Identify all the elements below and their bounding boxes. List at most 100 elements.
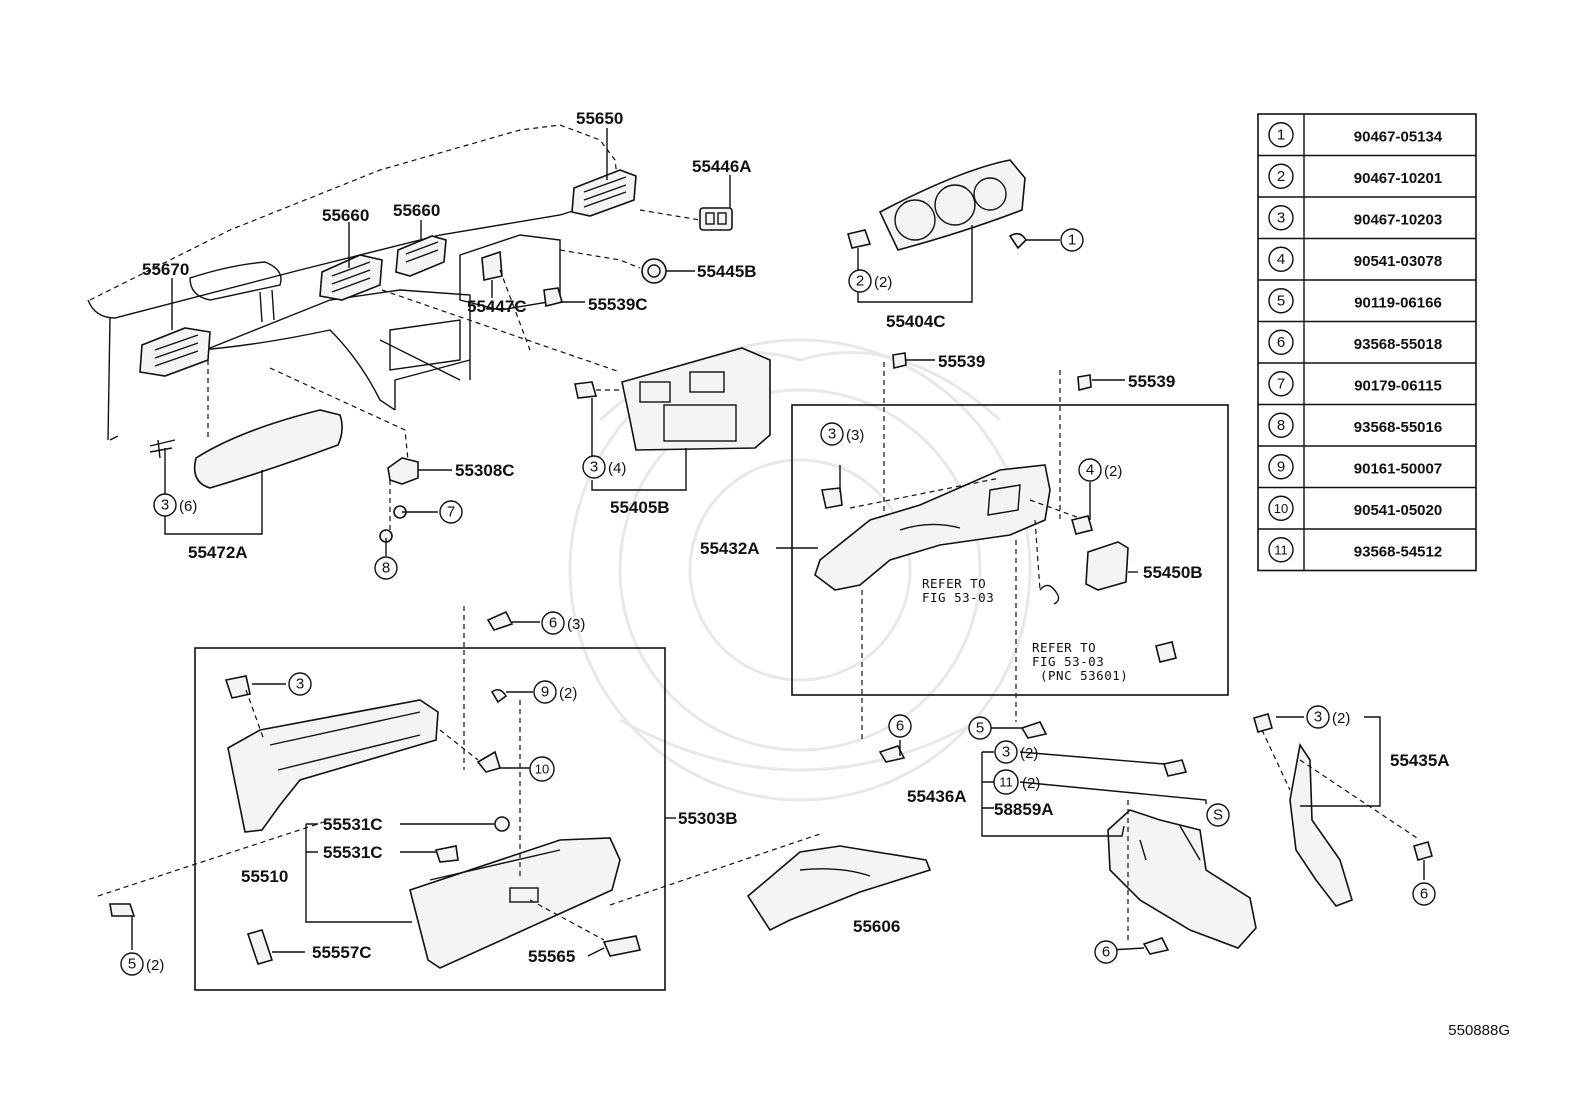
svg-text:FIG 53-03: FIG 53-03 (1032, 654, 1104, 669)
svg-text:7: 7 (447, 504, 455, 521)
table-row-part-number: 90119-06166 (1354, 294, 1442, 311)
table-row-part-number: 93568-54512 (1354, 543, 1442, 560)
table-border (1257, 113, 1477, 572)
table-row-callout-circle (1268, 371, 1294, 397)
leader-lines (131, 128, 1425, 957)
table-row-part-number: 90467-10201 (1354, 170, 1442, 187)
svg-text:(3): (3) (567, 616, 585, 633)
table-row-callout-circle (1268, 246, 1294, 272)
switch-panel-55446a (699, 207, 733, 231)
svg-text:4: 4 (1086, 462, 1094, 479)
callout-6a: 6 (541, 611, 565, 635)
lower-panel-55432a (814, 464, 1093, 591)
table-row-number: 9 (1277, 458, 1285, 475)
label-55557c: 55557C (312, 943, 372, 962)
callout-6c: 6 (1094, 940, 1118, 964)
table-row-part-number: 93568-55016 (1354, 419, 1442, 436)
callout-6d: 6 (1412, 882, 1436, 906)
label-58859a: 58859A (994, 800, 1054, 819)
svg-text:(2): (2) (874, 274, 892, 291)
table-row-number: 1 (1277, 126, 1285, 143)
svg-text:FIG 53-03: FIG 53-03 (922, 590, 994, 605)
table-row: 2 90467-10201 (1268, 163, 1442, 189)
pad-55472a (149, 360, 343, 489)
callout-S: S (1206, 803, 1230, 827)
table-row-number: 11 (1274, 542, 1288, 557)
svg-text:(2): (2) (146, 957, 164, 974)
table-row-number: 10 (1274, 501, 1288, 516)
table-row-callout-circle (1268, 163, 1294, 189)
center-cluster-55405b (381, 289, 771, 451)
table-row-callout-circle (1268, 454, 1294, 480)
label-55539-b: 55539 (1128, 372, 1175, 391)
label-55510: 55510 (241, 867, 288, 886)
svg-text:8: 8 (382, 560, 390, 577)
table-row-part-number: 90179-06115 (1354, 377, 1442, 394)
table-row-number: 5 (1277, 292, 1285, 309)
label-55539-a: 55539 (938, 352, 985, 371)
callout-3d: 3 (288, 672, 312, 696)
table-row-part-number: 90467-05134 (1354, 128, 1443, 145)
bracket-55447c (481, 250, 503, 281)
table-row-number: 4 (1277, 251, 1285, 268)
svg-text:3: 3 (1002, 744, 1010, 761)
callout-3f: 3 (1306, 705, 1330, 729)
svg-text:3: 3 (828, 426, 836, 443)
label-55404c: 55404C (886, 312, 946, 331)
label-55539c: 55539C (588, 295, 648, 314)
callout-11: 11 (993, 769, 1019, 795)
svg-text:REFER TO: REFER TO (922, 576, 986, 591)
svg-text:(2): (2) (1104, 463, 1122, 480)
glove-box-door-55510 (409, 837, 621, 969)
svg-text:(2): (2) (1332, 710, 1350, 727)
table-row-part-number: 90541-05020 (1354, 502, 1442, 519)
glove-box-frame-55303b (224, 675, 502, 833)
label-55606: 55606 (853, 917, 900, 936)
svg-text:(2): (2) (559, 685, 577, 702)
callout-circles: 1 2 3 3 3 3 3 3 4 5 5 6 6 6 6 7 8 9 10 1… (120, 228, 1436, 976)
table-row: 1 90467-05134 (1268, 122, 1443, 148)
svg-text:6: 6 (549, 615, 557, 632)
table-row: 10 90541-05020 (1268, 495, 1442, 521)
glove-box-small-parts (246, 688, 642, 965)
label-55435a: 55435A (1390, 751, 1450, 770)
callout-5a: 5 (968, 716, 992, 740)
callout-3c: 3 (153, 493, 177, 517)
center-vent-a (319, 254, 383, 301)
callout-9: 9 (533, 680, 557, 704)
bracket-55308c (269, 367, 419, 543)
callout-1: 1 (1060, 228, 1084, 252)
clip-55539-b (1059, 370, 1092, 520)
table-row-callout-circle (1268, 205, 1294, 231)
side-vent-left (139, 327, 211, 377)
table-row-number: 2 (1277, 168, 1285, 185)
label-55531c-b: 55531C (323, 843, 383, 862)
svg-text:(3): (3) (846, 427, 864, 444)
svg-text:6: 6 (1420, 886, 1428, 903)
callout-7: 7 (439, 500, 463, 524)
label-55660-b: 55660 (393, 201, 440, 220)
diagram-id: 550888G (1448, 1022, 1510, 1039)
callout-2: 2 (848, 269, 872, 293)
center-vent-b (395, 235, 447, 277)
side-panel-55436a (1107, 759, 1257, 949)
meter-hood-55404c (847, 159, 1028, 251)
svg-text:REFER TO: REFER TO (1032, 640, 1096, 655)
table-row-part-number: 90161-50007 (1354, 460, 1442, 477)
harness-clip (1034, 519, 1177, 663)
label-55432a: 55432A (700, 539, 760, 558)
under-cover-55606 (746, 845, 932, 932)
svg-text:(PNC 53601): (PNC 53601) (1040, 668, 1128, 683)
table-row-number: 8 (1277, 417, 1285, 434)
svg-text:6: 6 (896, 718, 904, 735)
callout-5b: 5 (120, 952, 144, 976)
side-vent-right (571, 169, 637, 217)
label-55450b: 55450B (1143, 563, 1203, 582)
label-55445b: 55445B (697, 262, 757, 281)
